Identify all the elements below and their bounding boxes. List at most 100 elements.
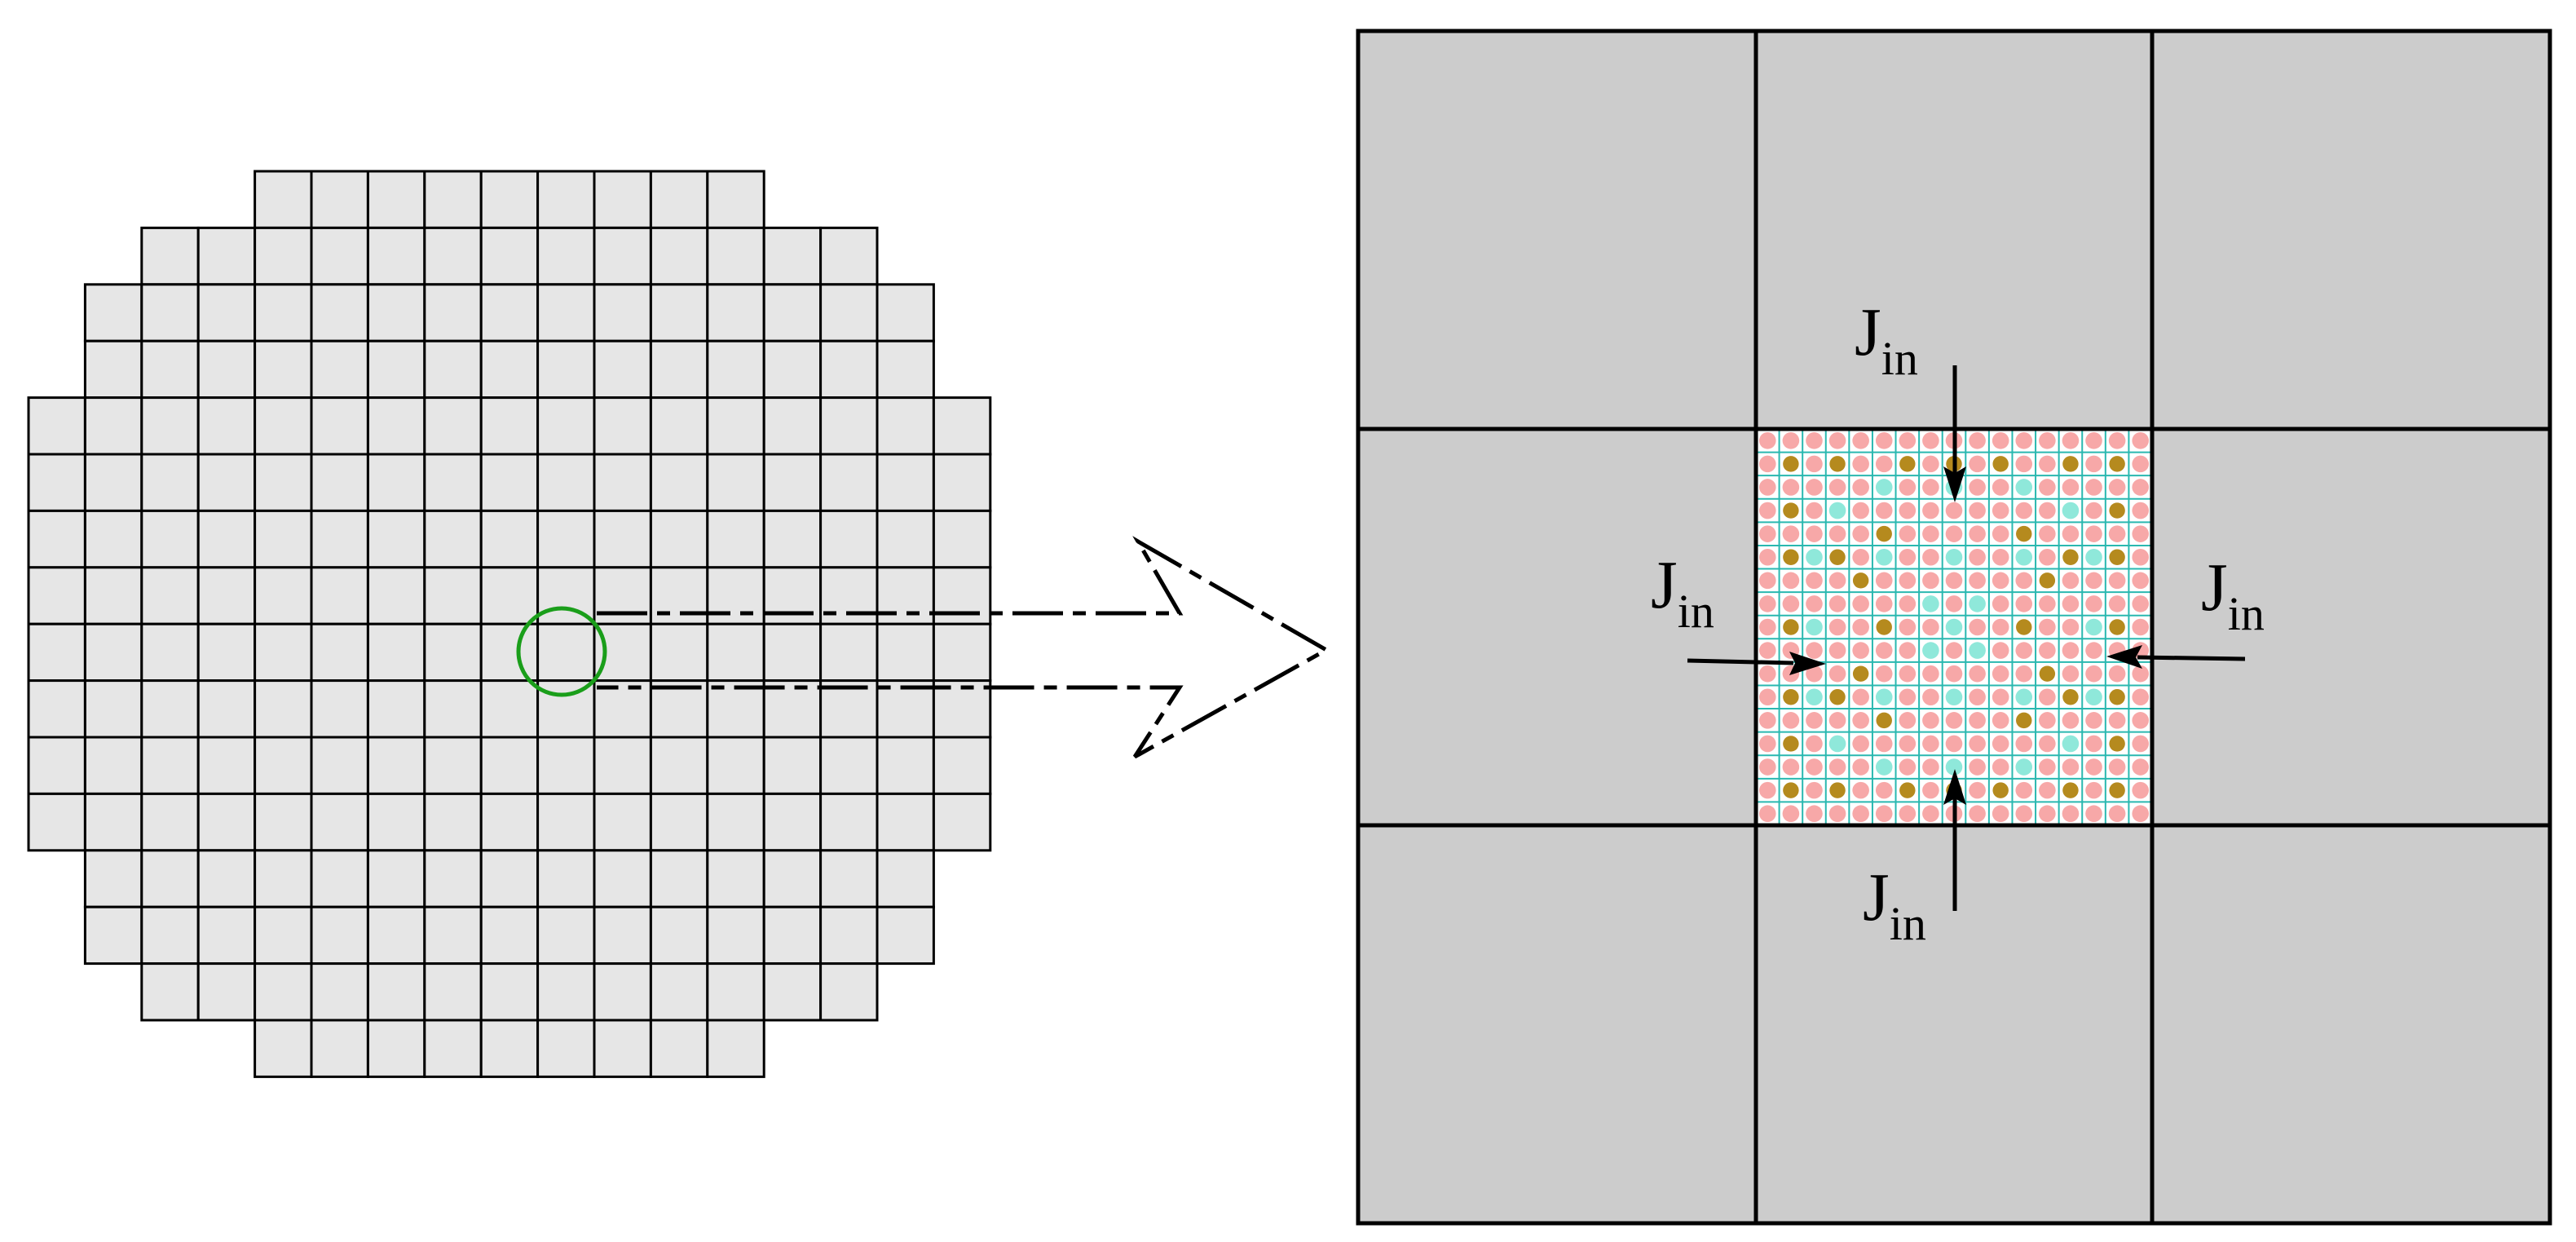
- fuel-pin: [1969, 525, 1986, 542]
- core-assembly-cell: [310, 566, 369, 625]
- core-assembly-cell: [876, 339, 935, 400]
- core-assembly-cell: [593, 905, 652, 966]
- fuel-pin: [1899, 548, 1917, 566]
- core-assembly-cell: [423, 962, 483, 1022]
- core-assembly-cell: [196, 622, 257, 683]
- fuel-pin: [1922, 525, 1939, 542]
- fuel-pin: [1992, 548, 2009, 566]
- core-assembly-cell: [876, 736, 935, 795]
- core-assembly-cell: [83, 622, 143, 683]
- fuel-pin: [2132, 665, 2149, 683]
- core-assembly-cell: [536, 283, 596, 343]
- fuel-pin: [1922, 618, 1939, 636]
- neighbor-assembly: [2152, 31, 2550, 429]
- fuel-pin: [1969, 688, 1986, 706]
- reactor-core-map: [27, 170, 992, 1078]
- core-assembly-cell: [479, 509, 540, 569]
- fuel-pin: [1806, 479, 1823, 496]
- fuel-pin: [2085, 665, 2102, 683]
- core-assembly-cell: [762, 736, 823, 795]
- fuel-pin: [1806, 432, 1823, 449]
- fuel-pin: [1828, 572, 1846, 590]
- guide-tube: [2062, 502, 2080, 519]
- core-assembly-cell: [762, 849, 823, 908]
- fuel-pin: [2108, 479, 2126, 496]
- core-assembly-cell: [932, 736, 992, 795]
- core-assembly-cell: [366, 736, 426, 795]
- fuel-pin: [2108, 432, 2126, 449]
- arrow-bottom: [1943, 769, 1966, 911]
- burnable-absorber-rod: [1899, 782, 1916, 798]
- fuel-pin: [1852, 781, 1869, 799]
- fuel-pin: [1806, 758, 1823, 776]
- fuel-pin: [1759, 595, 1776, 612]
- core-assembly-cell: [536, 905, 596, 966]
- fuel-pin: [2132, 525, 2149, 542]
- guide-tube: [2015, 758, 2033, 776]
- core-assembly-cell: [310, 1019, 369, 1078]
- core-assembly-cell: [140, 283, 200, 343]
- fuel-pin: [1992, 805, 2009, 822]
- burnable-absorber-rod: [1852, 665, 1869, 682]
- core-assembly-cell: [819, 396, 879, 456]
- fuel-pin: [1875, 595, 1893, 612]
- fuel-pin: [1806, 455, 1823, 473]
- fuel-pin: [1759, 665, 1776, 683]
- core-assembly-cell: [819, 226, 879, 286]
- fuel-pin: [2132, 432, 2149, 449]
- fuel-pin: [1875, 781, 1893, 799]
- guide-tube: [1875, 758, 1893, 776]
- fuel-pin: [1899, 432, 1917, 449]
- core-assembly-cell: [932, 509, 992, 569]
- fuel-pin: [1945, 572, 1963, 590]
- core-assembly-cell: [27, 453, 86, 512]
- burnable-absorber-rod: [2016, 619, 2032, 635]
- fuel-pin: [1852, 432, 1869, 449]
- core-assembly-cell: [479, 226, 540, 286]
- fuel-pin: [1875, 572, 1893, 590]
- core-assembly-cell: [196, 283, 257, 343]
- core-assembly-cell: [762, 962, 823, 1022]
- fuel-pin: [1899, 618, 1917, 636]
- fuel-pin: [1828, 712, 1846, 729]
- core-assembly-cell: [479, 679, 540, 739]
- fuel-pin: [1969, 479, 1986, 496]
- core-assembly-cell: [706, 226, 765, 286]
- arrow-right: [2106, 645, 2246, 669]
- core-assembly-cell: [876, 905, 935, 966]
- fuel-pin: [2132, 735, 2149, 753]
- core-assembly-cell: [254, 792, 313, 852]
- fuel-pin: [2085, 502, 2102, 519]
- core-assembly-cell: [762, 509, 823, 569]
- core-assembly-cell: [83, 339, 143, 400]
- core-assembly-cell: [762, 905, 823, 966]
- fuel-pin: [2132, 712, 2149, 729]
- fuel-pin: [1828, 525, 1846, 542]
- fuel-pin: [1969, 455, 1986, 473]
- core-assembly-cell: [876, 453, 935, 512]
- burnable-absorber-rod: [1829, 689, 1846, 705]
- burnable-absorber-rod: [1992, 456, 2009, 472]
- neighbor-assembly: [1358, 825, 1756, 1223]
- core-assembly-cell: [140, 849, 200, 908]
- core-assembly-cell: [196, 849, 257, 908]
- fuel-pin: [2108, 595, 2126, 612]
- neighbor-assembly: [1358, 31, 1756, 429]
- fuel-pin: [2015, 502, 2033, 519]
- fuel-pin: [1945, 642, 1963, 659]
- fuel-pin: [1806, 735, 1823, 753]
- core-assembly-cell: [593, 226, 652, 286]
- core-assembly-cell: [140, 453, 200, 512]
- partial-current-arrows: [1687, 365, 2246, 911]
- fuel-pin: [1828, 805, 1846, 822]
- neighbor-assembly: [2152, 825, 2550, 1223]
- core-assembly-cell: [254, 509, 313, 569]
- core-assembly-cell: [876, 566, 935, 625]
- core-assembly-cell: [140, 679, 200, 739]
- burnable-absorber-rod: [1783, 456, 1799, 472]
- fuel-pin: [2085, 781, 2102, 799]
- fuel-pin: [1806, 781, 1823, 799]
- guide-tube: [2085, 548, 2102, 566]
- core-assembly-cell: [423, 396, 483, 456]
